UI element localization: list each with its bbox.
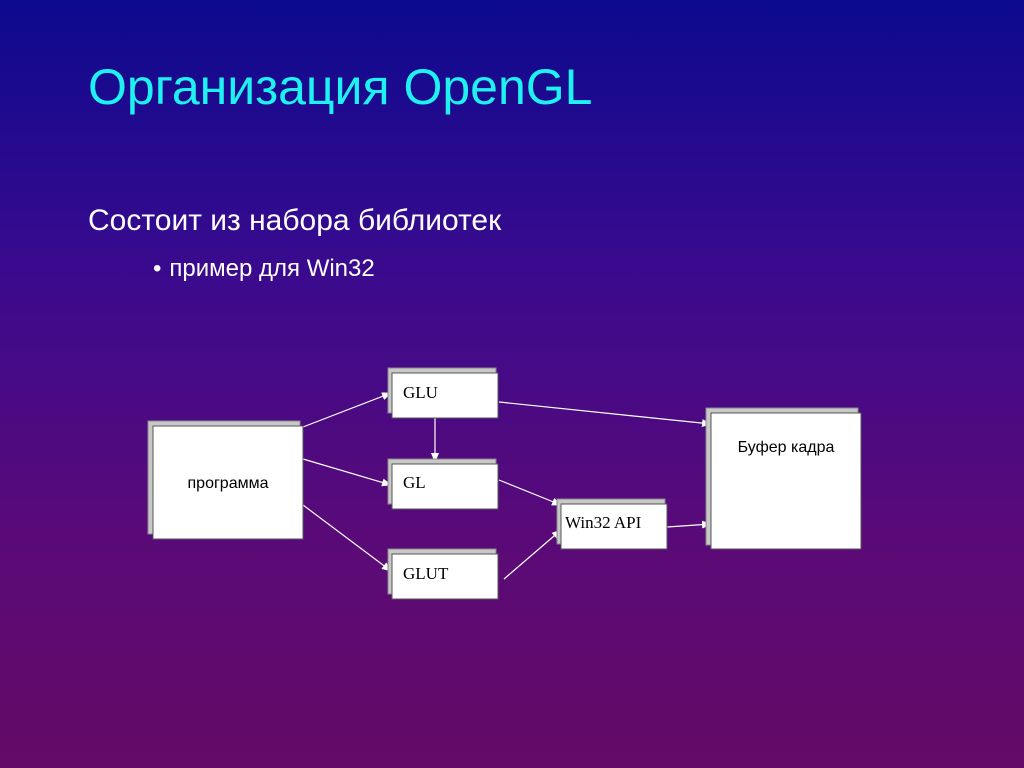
node-glu-label: GLU <box>403 383 438 402</box>
edge-program-gl <box>302 458 392 487</box>
node-win32api-label: Win32 API <box>565 513 642 532</box>
edge-win32api-framebuffer <box>666 520 712 529</box>
node-glut-label: GLUT <box>403 564 449 583</box>
sub-bullet-text: пример для Win32 <box>169 255 375 282</box>
node-win32api: Win32 API <box>556 498 668 550</box>
sub-bullet: • пример для Win32 <box>153 255 375 283</box>
node-gl-label: GL <box>403 473 426 492</box>
slide-title: Организация OpenGL <box>88 59 593 115</box>
bullet-text: Состоит из набора библиотек <box>88 204 502 237</box>
node-glut: GLUT <box>387 548 499 600</box>
node-glu: GLU <box>387 367 499 419</box>
bullet-dot: • <box>153 255 162 282</box>
node-framebuffer: Буфер кадра <box>705 407 862 550</box>
edge-program-glut <box>302 504 392 572</box>
diagram-edges <box>302 392 712 580</box>
node-program-label: программа <box>188 475 269 492</box>
node-framebuffer-label: Буфер кадра <box>738 439 835 456</box>
edge-program-glu <box>302 392 392 428</box>
edge-glut-win32api <box>503 529 562 580</box>
node-gl: GL <box>387 458 499 510</box>
edge-glu-framebuffer <box>498 401 712 428</box>
node-program: программа <box>147 420 304 540</box>
edge-gl-win32api <box>498 479 562 506</box>
